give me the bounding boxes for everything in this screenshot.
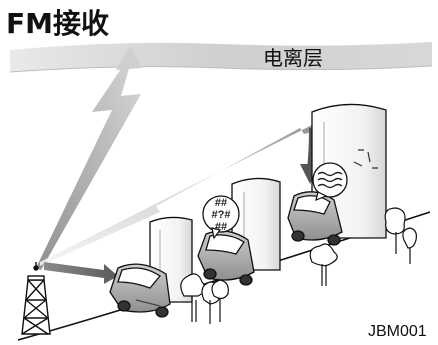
car-receiving-clear bbox=[109, 263, 171, 318]
ionosphere-band bbox=[9, 42, 433, 73]
car-receiving-noise bbox=[197, 230, 255, 286]
interference-bubble bbox=[312, 162, 348, 201]
transmission-tower-icon bbox=[21, 262, 51, 335]
tree-icon bbox=[180, 273, 229, 324]
static-noise-bubble: ## #?# ## bbox=[202, 195, 240, 240]
page-title: FM接收 bbox=[6, 7, 109, 40]
noise-glyph-2: #?# bbox=[212, 209, 231, 221]
noise-glyph-1: ## bbox=[215, 197, 227, 209]
direct-signal-beam bbox=[44, 262, 118, 284]
car-receiving-interference bbox=[287, 191, 343, 246]
noise-glyph-3: ## bbox=[215, 221, 227, 233]
tree-icon bbox=[384, 207, 417, 264]
tree-icon bbox=[309, 243, 338, 286]
ionosphere-signal-beam bbox=[36, 46, 142, 270]
ionosphere-label: 电离层 bbox=[263, 46, 323, 70]
figure-code: JBM001 bbox=[368, 323, 427, 340]
